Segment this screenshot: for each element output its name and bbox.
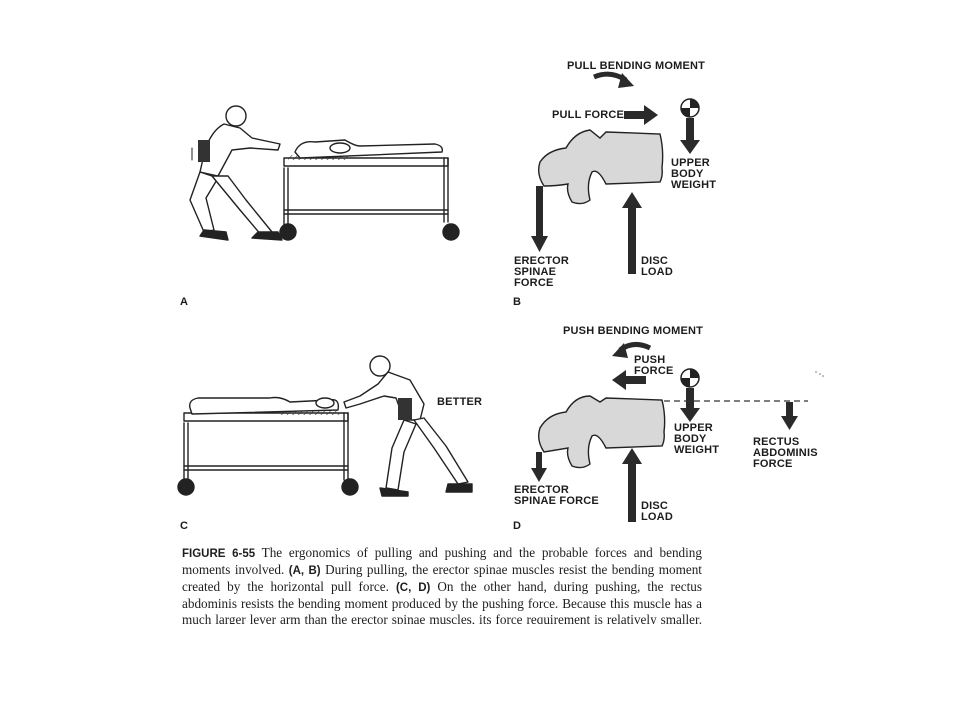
label-better: BETTER — [437, 396, 483, 408]
panel-c-drawing — [177, 355, 473, 497]
erector-spinae-arrow-b — [531, 186, 548, 252]
disc-load-arrow-d — [622, 448, 642, 522]
label-disc-load-b: DISC LOAD — [641, 255, 673, 278]
label-rectus-abdominis-force: RECTUS ABDOMINIS FORCE — [753, 436, 818, 470]
erector-spinae-arrow-d — [531, 452, 547, 482]
label-erector-spinae-force-b: ERECTOR SPINAE FORCE — [514, 255, 569, 289]
figure-number: FIGURE 6-55 — [182, 548, 256, 560]
person-pulling — [189, 105, 283, 241]
panel-a-drawing — [189, 105, 460, 241]
upper-body-weight-arrow-d — [680, 388, 700, 422]
label-pull-force: PULL FORCE — [552, 109, 625, 121]
label-erector-spinae-force-d: ERECTOR SPINAE FORCE — [514, 484, 599, 507]
panel-b-diagram — [531, 71, 700, 274]
panel-d-diagram — [531, 342, 824, 522]
panel-label-b: B — [513, 296, 521, 308]
caption-ref-cd: (C, D) — [395, 582, 431, 594]
center-of-mass-icon-b — [680, 98, 700, 118]
stretcher-a — [279, 155, 460, 241]
caption-ref-ab: (A, B) — [288, 565, 321, 577]
panel-label-c: C — [180, 520, 188, 532]
push-force-arrow — [612, 370, 646, 390]
label-upper-body-weight-d: UPPER BODY WEIGHT — [674, 422, 720, 456]
figure-caption: FIGURE 6-55 The ergonomics of pulling an… — [182, 545, 702, 624]
vertebra-d — [537, 395, 666, 469]
panel-label-d: D — [513, 520, 521, 532]
patient-a — [294, 139, 444, 159]
disc-load-arrow-b — [622, 192, 642, 274]
speck-mark — [815, 371, 824, 377]
label-upper-body-weight-b: UPPER BODY WEIGHT — [671, 157, 717, 191]
person-pushing — [343, 355, 473, 497]
pull-force-arrow — [624, 105, 658, 125]
caption-text-3: On the other hand, during pushing, the r… — [182, 579, 702, 624]
label-disc-load-d: DISC LOAD — [641, 500, 673, 523]
caption-text-1: The ergonomics of pulling and pushing an… — [182, 545, 702, 577]
center-of-mass-icon-d — [680, 368, 700, 388]
panel-label-a: A — [180, 296, 188, 308]
patient-c — [188, 396, 340, 415]
label-push-bending-moment: PUSH BENDING MOMENT — [563, 325, 704, 337]
rectus-abdominis-arrow — [781, 402, 798, 430]
caption-text-2: During pulling, the erector spinae muscl… — [182, 562, 702, 594]
vertebra-b — [537, 129, 664, 205]
label-push-force: PUSH FORCE — [634, 354, 674, 377]
stretcher-c — [177, 410, 359, 496]
upper-body-weight-arrow-b — [680, 118, 700, 154]
label-pull-bending-moment: PULL BENDING MOMENT — [567, 60, 706, 72]
